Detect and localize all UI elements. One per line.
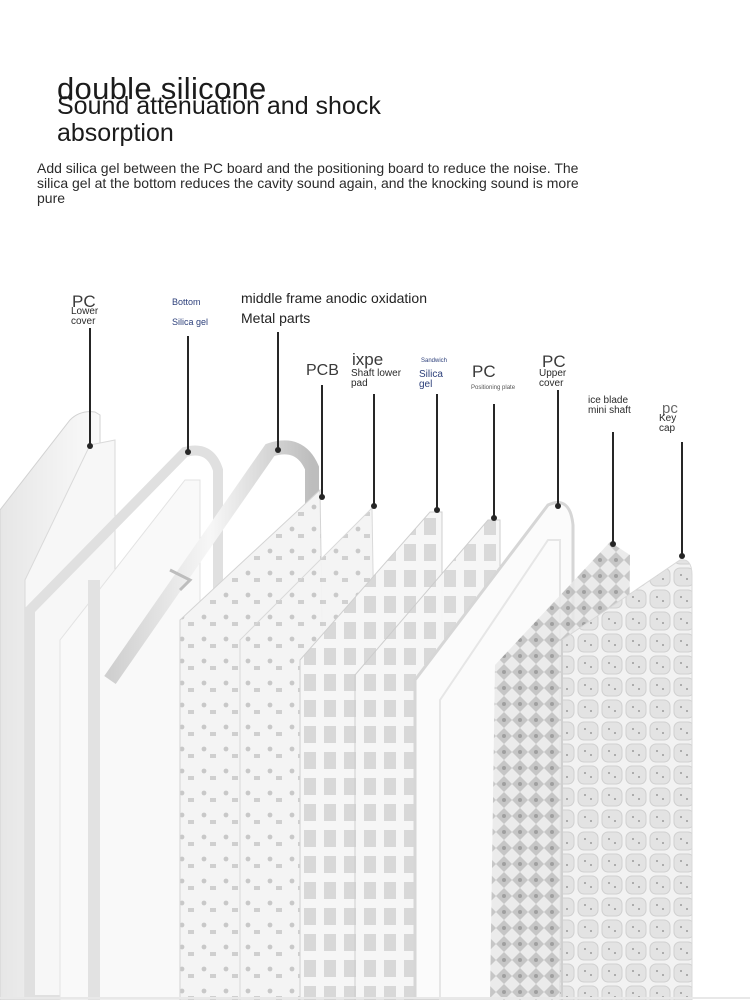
label-switch-desc: ice blade mini shaft [588,395,631,416]
label-pcb-title: PCB [306,362,339,379]
label-ixpe-desc: Shaft lower pad [351,368,402,389]
label-sandwich-desc: Silica gel [419,369,443,390]
label-ixpe-title: ixpe [352,350,384,369]
label-sandwich-title: Sandwich [421,358,448,364]
leader-line-ixpe [371,394,377,509]
leader-line-bottom-gel [185,336,191,455]
label-upper-cover-title: PC [542,352,566,371]
label-lower-cover-title: PC [72,292,96,311]
leader-line-upper-cover [555,390,561,509]
label-middle-frame-title: middle frame anodic oxidation [241,290,427,306]
label-keycap-desc: Key cap [659,413,677,434]
keyboard-layers-illustration [0,411,750,1000]
keyboard-exploded-diagram: PC Lower cover Bottom Silica gel middle … [0,280,750,1000]
leader-line-switch [610,432,616,547]
leader-line-keycap [679,442,685,559]
label-middle-frame-desc: Metal parts [241,310,311,326]
label-upper-cover-desc: Upper cover [539,368,567,389]
leader-line-positioning-plate [491,404,497,521]
label-keycap-title: pc [662,400,678,417]
page-title: double silicone [57,70,267,106]
leader-line-lower-cover [87,328,93,449]
leader-line-sandwich-gel [434,394,440,513]
page-subtitle: Sound attenuation and shock absorption [57,92,381,147]
leader-line-middle-frame [275,332,281,453]
label-bottom-gel-title: Bottom [172,297,201,307]
label-lower-cover-desc: Lower cover [71,306,99,327]
label-positioning-plate-title: PC [472,362,496,381]
page-description: Add silica gel between the PC board and … [37,160,579,206]
label-positioning-plate-desc: Positioning plate [471,385,516,391]
leader-line-pcb [319,385,325,500]
label-bottom-gel-desc: Silica gel [172,317,209,327]
